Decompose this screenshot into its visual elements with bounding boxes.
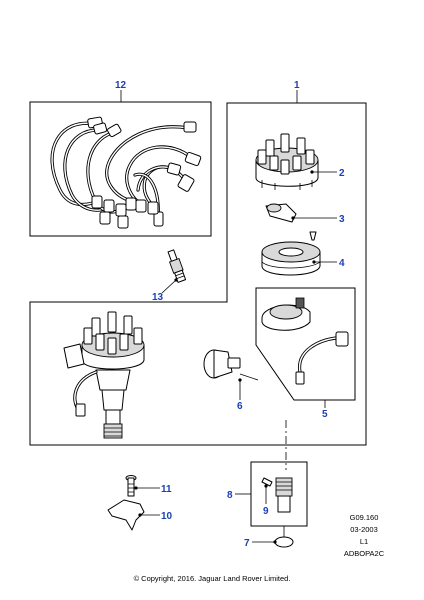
- clamp-bolt: [125, 475, 137, 497]
- callout-6: 6: [237, 401, 243, 412]
- drive-gear: [261, 477, 293, 513]
- callout-10: 10: [161, 511, 173, 522]
- callout-3: 3: [339, 214, 345, 225]
- callout-11: 11: [161, 484, 172, 495]
- distributor-cap: [255, 133, 319, 190]
- figure-code: G09.160: [350, 513, 379, 522]
- callout-4: 4: [339, 258, 345, 269]
- figure-ref: ADBOPA2C: [344, 549, 385, 558]
- callout-8: 8: [227, 490, 233, 501]
- callout-7: 7: [244, 538, 250, 549]
- callout-1: 1: [294, 80, 300, 91]
- leader-lines: [120, 90, 337, 544]
- copyright-notice: © Copyright, 2016. Jaguar Land Rover Lim…: [133, 574, 291, 583]
- rotor-arm: [265, 203, 297, 223]
- callout-2: 2: [339, 168, 345, 179]
- clamp-bracket: [107, 499, 145, 531]
- vacuum-unit: [203, 349, 259, 381]
- distributor-shield: [261, 231, 321, 276]
- callout-13: 13: [152, 292, 164, 303]
- callout-5: 5: [322, 409, 328, 420]
- pickup-sensor: [261, 297, 349, 385]
- distributor-group-frame: [29, 102, 367, 446]
- figure-date: 03-2003: [350, 525, 378, 534]
- callout-9: 9: [263, 506, 269, 517]
- callout-12: 12: [115, 80, 127, 91]
- ignition-leads-frame: [29, 101, 212, 237]
- ht-lead-set: [50, 116, 202, 229]
- sensor-subgroup-frame: [255, 287, 356, 401]
- distributor-assembly: [63, 311, 145, 439]
- spark-plug: [167, 249, 187, 283]
- figure-level: L1: [360, 537, 368, 546]
- o-ring: [274, 536, 294, 548]
